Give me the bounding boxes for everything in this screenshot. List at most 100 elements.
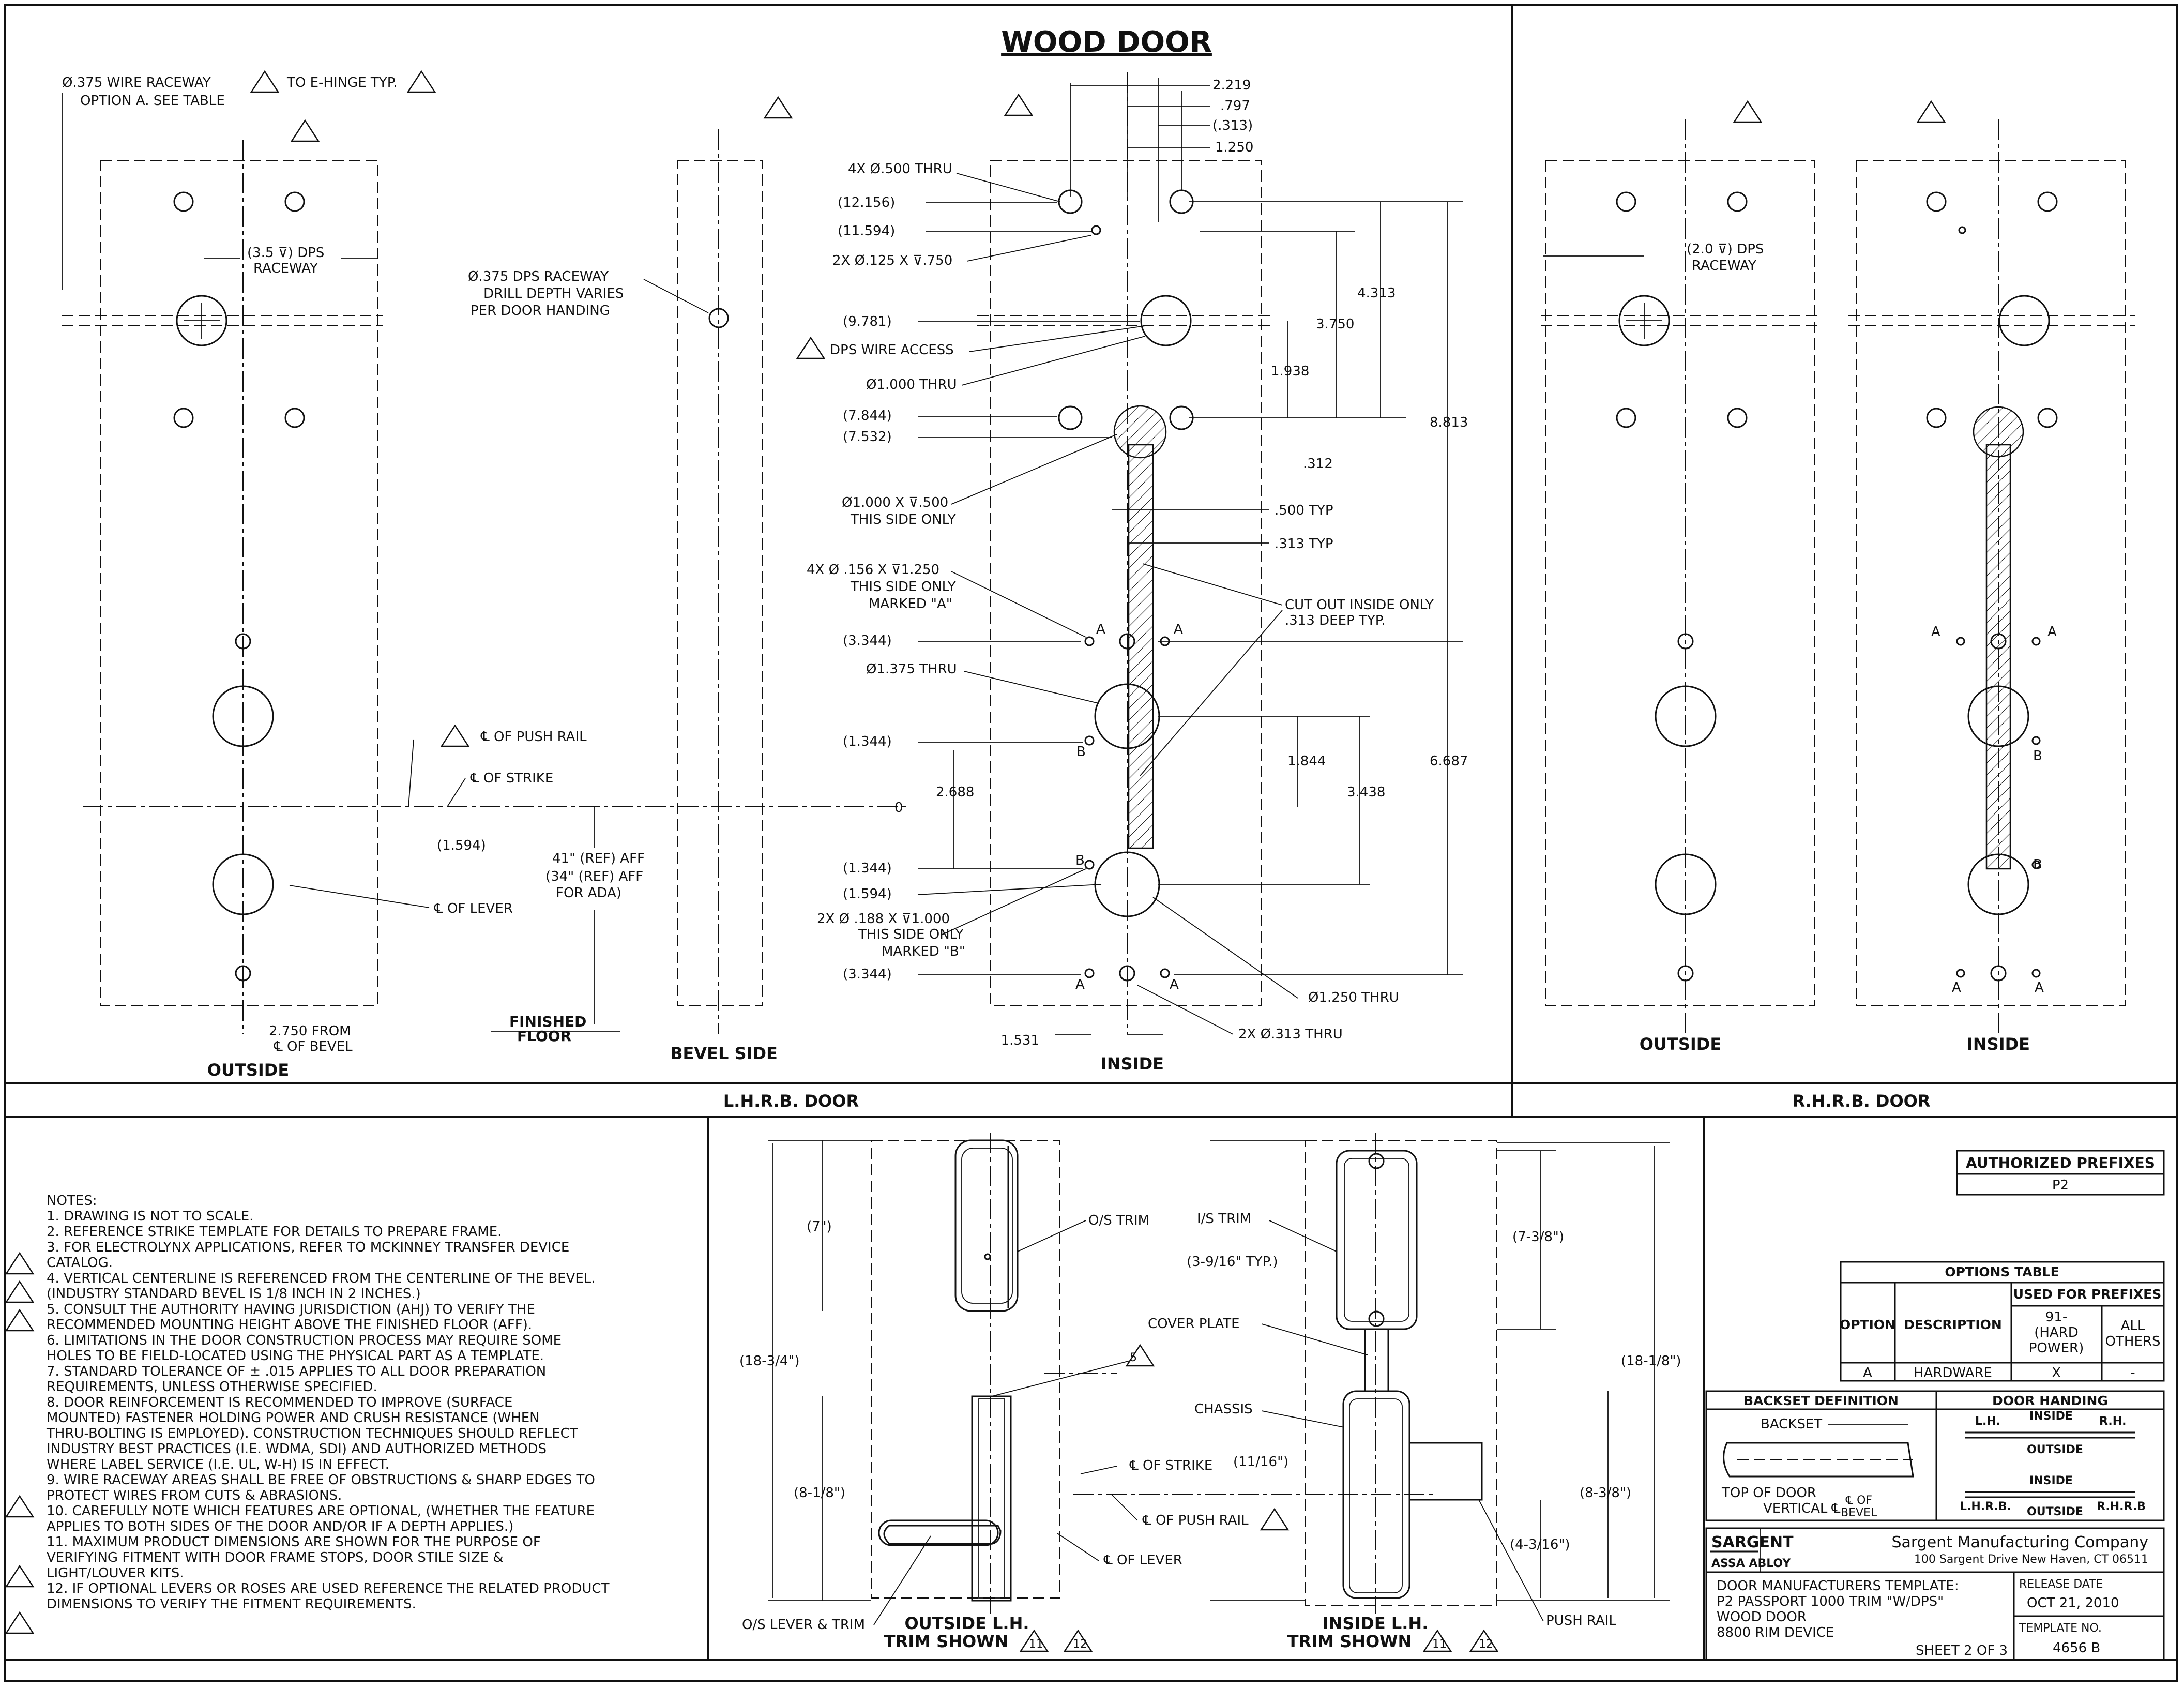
- cl-lever: ℄ OF LEVER: [434, 901, 513, 916]
- callout-9: Ø1.000 X ⊽.500: [842, 495, 948, 510]
- right-dim-8: .313 DEEP TYP.: [1285, 613, 1386, 628]
- handing-lh: L.H.: [1975, 1415, 2000, 1428]
- svg-text:12: 12: [1479, 1638, 1493, 1651]
- callout-4: (9.781): [843, 314, 892, 329]
- callout-24: (3.344): [843, 967, 892, 982]
- handing-title: DOOR HANDING: [1992, 1393, 2108, 1408]
- trim-dim-6: (11/16"): [1233, 1454, 1288, 1470]
- outside-note-2: TO E-HINGE TYP.: [286, 75, 398, 91]
- svg-text:91-: 91-: [2045, 1309, 2067, 1325]
- right-dim-14: 1.531: [1001, 1033, 1039, 1048]
- notes-block: NOTES:1. DRAWING IS NOT TO SCALE.2. REFE…: [46, 1193, 610, 1612]
- svg-text:B: B: [1076, 744, 1086, 760]
- lhrb-label: L.H.R.B. DOOR: [723, 1091, 859, 1111]
- note-line: MOUNTED) FASTENER HOLDING POWER AND CRUS…: [47, 1410, 540, 1426]
- note-line: 2. REFERENCE STRIKE TEMPLATE FOR DETAILS…: [47, 1224, 502, 1240]
- svg-text:0: 0: [894, 800, 903, 816]
- backset-vertical: VERTICAL ℄: [1763, 1501, 1841, 1516]
- handing-outside-2: OUTSIDE: [2027, 1505, 2083, 1518]
- right-dim-11: 6.687: [1430, 753, 1468, 769]
- chassis-label: CHASSIS: [1194, 1401, 1253, 1417]
- trim-dim-5: (18-1/8"): [1621, 1353, 1681, 1369]
- used-for: USED FOR PREFIXES: [2013, 1287, 2162, 1302]
- svg-text:11: 11: [1432, 1638, 1447, 1651]
- opt-r3: -: [2130, 1365, 2135, 1381]
- backset-definition: BACKSET DEFINITION BACKSET TOP OF DOOR V…: [1705, 1390, 1937, 1521]
- note-line: 12. IF OPTIONAL LEVERS OR ROSES ARE USED…: [47, 1581, 610, 1596]
- os-trim-label: O/S TRIM: [1088, 1213, 1149, 1228]
- floor: FLOOR: [517, 1028, 571, 1045]
- right-dim-12: Ø1.250 THRU: [1308, 990, 1399, 1005]
- right-dim-4: 8.813: [1430, 415, 1468, 430]
- prefixes-value: P2: [2052, 1178, 2069, 1193]
- dim-1594: (1.594): [437, 838, 486, 853]
- release-date: OCT 21, 2010: [2027, 1595, 2119, 1611]
- outside-raceway: RACEWAY: [253, 261, 318, 276]
- right-dim-10: 3.438: [1347, 785, 1385, 800]
- svg-text:A: A: [1952, 980, 1961, 996]
- note-line: 7. STANDARD TOLERANCE OF ± .015 APPLIES …: [47, 1364, 546, 1379]
- backset-of: ℄ OF: [1845, 1494, 1872, 1507]
- trim-centerlines: 5 ℄ OF STRIKE ℄ OF PUSH RAIL ℄ OF LEVER: [991, 1344, 1437, 1568]
- callout-10: THIS SIDE ONLY: [850, 512, 956, 528]
- inside-shown-1: INSIDE L.H.: [1323, 1614, 1429, 1633]
- desc-1: P2 PASSPORT 1000 TRIM "W/DPS": [1717, 1594, 1944, 1609]
- outside-label: OUTSIDE: [207, 1060, 289, 1080]
- callout-7: (7.844): [843, 408, 892, 424]
- opt-h1: DESCRIPTION: [1904, 1317, 2002, 1332]
- note-line: 6. LIMITATIONS IN THE DOOR CONSTRUCTION …: [47, 1333, 562, 1348]
- is-trim-label: I/S TRIM: [1197, 1211, 1251, 1227]
- opt-r1: HARDWARE: [1914, 1365, 1992, 1381]
- handing-lhrb: L.H.R.B.: [1960, 1500, 2011, 1513]
- outside-bevel: ℄ OF BEVEL: [274, 1039, 353, 1054]
- callout-13: MARKED "A": [869, 596, 952, 612]
- svg-text:A: A: [1170, 977, 1179, 992]
- desc-2: WOOD DOOR: [1717, 1609, 1807, 1625]
- rhrb-label: R.H.R.B. DOOR: [1792, 1091, 1930, 1111]
- rhrb-inside-label: INSIDE: [1967, 1034, 2030, 1054]
- rhrb-raceway: RACEWAY: [1692, 258, 1756, 274]
- release-label: RELEASE DATE: [2019, 1578, 2103, 1591]
- note-line: 1. DRAWING IS NOT TO SCALE.: [47, 1209, 253, 1224]
- top-dim-0: 2.219: [1212, 78, 1251, 93]
- company-name: Sargent Manufacturing Company: [1891, 1533, 2148, 1551]
- callout-12: THIS SIDE ONLY: [850, 579, 956, 595]
- brand: SARGENT: [1711, 1533, 1794, 1551]
- callout-5: DPS WIRE ACCESS: [830, 342, 954, 358]
- backset-label: BACKSET: [1761, 1416, 1822, 1432]
- rhrb-dps: (2.0 ⊽) DPS: [1687, 242, 1764, 257]
- callout-11: 4X Ø .156 X ⊽1.250: [807, 562, 939, 578]
- door-handing: DOOR HANDING INSIDE L.H. R.H. OUTSIDE IN…: [1935, 1390, 2165, 1521]
- top-dim-1: .797: [1220, 98, 1250, 114]
- trim-cl-strike: ℄ OF STRIKE: [1129, 1458, 1212, 1473]
- cover-plate-label: COVER PLATE: [1148, 1316, 1240, 1332]
- top-dim-2: (.313): [1212, 118, 1253, 133]
- note-line: REQUIREMENTS, UNLESS OTHERWISE SPECIFIED…: [47, 1379, 377, 1395]
- opt-r2: X: [2052, 1365, 2061, 1381]
- cl-push-rail: ℄ OF PUSH RAIL: [480, 729, 587, 745]
- outside-dps: (3.5 ⊽) DPS: [247, 245, 324, 261]
- note-line: 9. WIRE RACEWAY AREAS SHALL BE FREE OF O…: [47, 1472, 595, 1488]
- callout-17: 2.688: [936, 785, 974, 800]
- backset-bevel: BEVEL: [1841, 1506, 1877, 1519]
- svg-text:A: A: [1174, 622, 1183, 637]
- trim-dim-2: (8-1/8"): [794, 1485, 845, 1501]
- bevel-note-2: DRILL DEPTH VARIES: [483, 286, 624, 302]
- options-table: OPTIONS TABLE USED FOR PREFIXES OPTION D…: [1840, 1261, 2165, 1382]
- outside-shown-1: OUTSIDE L.H.: [904, 1614, 1029, 1633]
- note-line: 4. VERTICAL CENTERLINE IS REFERENCED FRO…: [47, 1271, 596, 1286]
- page-title: WOOD DOOR: [1001, 25, 1212, 59]
- desc-3: 8800 RIM DEVICE: [1717, 1625, 1834, 1640]
- trim-dim-1: (18-3/4"): [739, 1353, 800, 1369]
- callout-15: Ø1.375 THRU: [866, 661, 957, 677]
- company-address: 100 Sargent Drive New Haven, CT 06511: [1914, 1553, 2148, 1566]
- svg-text:A: A: [2048, 624, 2057, 640]
- callout-2: (11.594): [838, 223, 895, 239]
- callout-3: 2X Ø.125 X ⊽.750: [832, 253, 952, 268]
- aff-34: (34" (REF) AFF: [545, 869, 643, 884]
- svg-text:B: B: [2033, 748, 2042, 764]
- sheet-number: SHEET 2 OF 3: [1916, 1643, 2008, 1659]
- inside-label: INSIDE: [1101, 1054, 1164, 1074]
- note-line: 5. CONSULT THE AUTHORITY HAVING JURISDIC…: [47, 1302, 535, 1317]
